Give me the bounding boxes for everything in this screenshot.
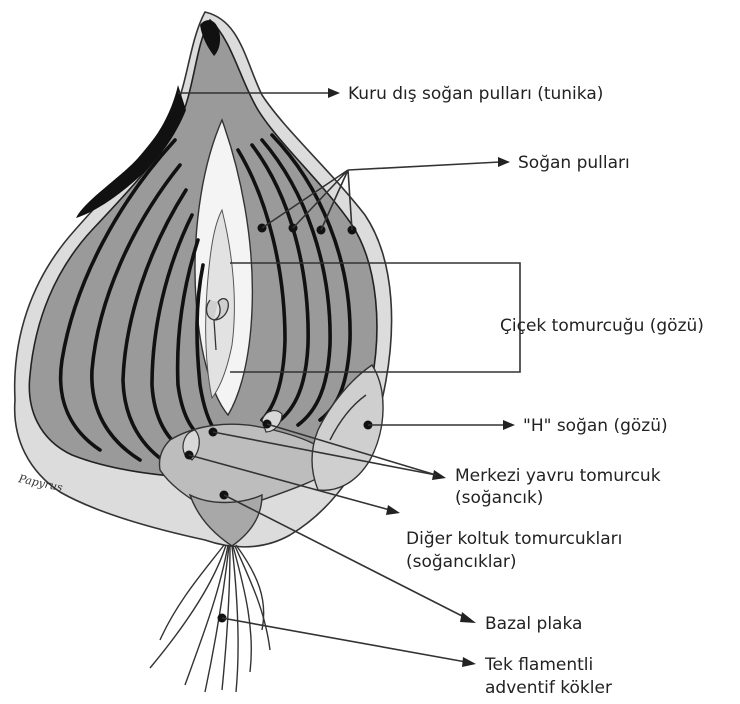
label-axillary-2: (soğancıklar): [406, 552, 517, 572]
label-basal-plate: Bazal plaka: [485, 614, 582, 634]
roots: [150, 545, 270, 692]
label-axillary-1: Diğer koltuk tomurcukları: [406, 529, 622, 549]
label-scales: Soğan pulları: [518, 153, 630, 173]
label-roots-2: adventif kökler: [485, 678, 612, 698]
label-central-bud-2: (soğancık): [455, 488, 543, 508]
label-h-bulb: "H" soğan (gözü): [523, 416, 668, 436]
label-tunic: Kuru dış soğan pulları (tunika): [348, 84, 603, 104]
label-roots-1: Tek flamentli: [484, 655, 593, 675]
label-flower-bud: Çiçek tomurcuğu (gözü): [500, 316, 704, 336]
label-central-bud-1: Merkezi yavru tomurcuk: [455, 466, 661, 486]
